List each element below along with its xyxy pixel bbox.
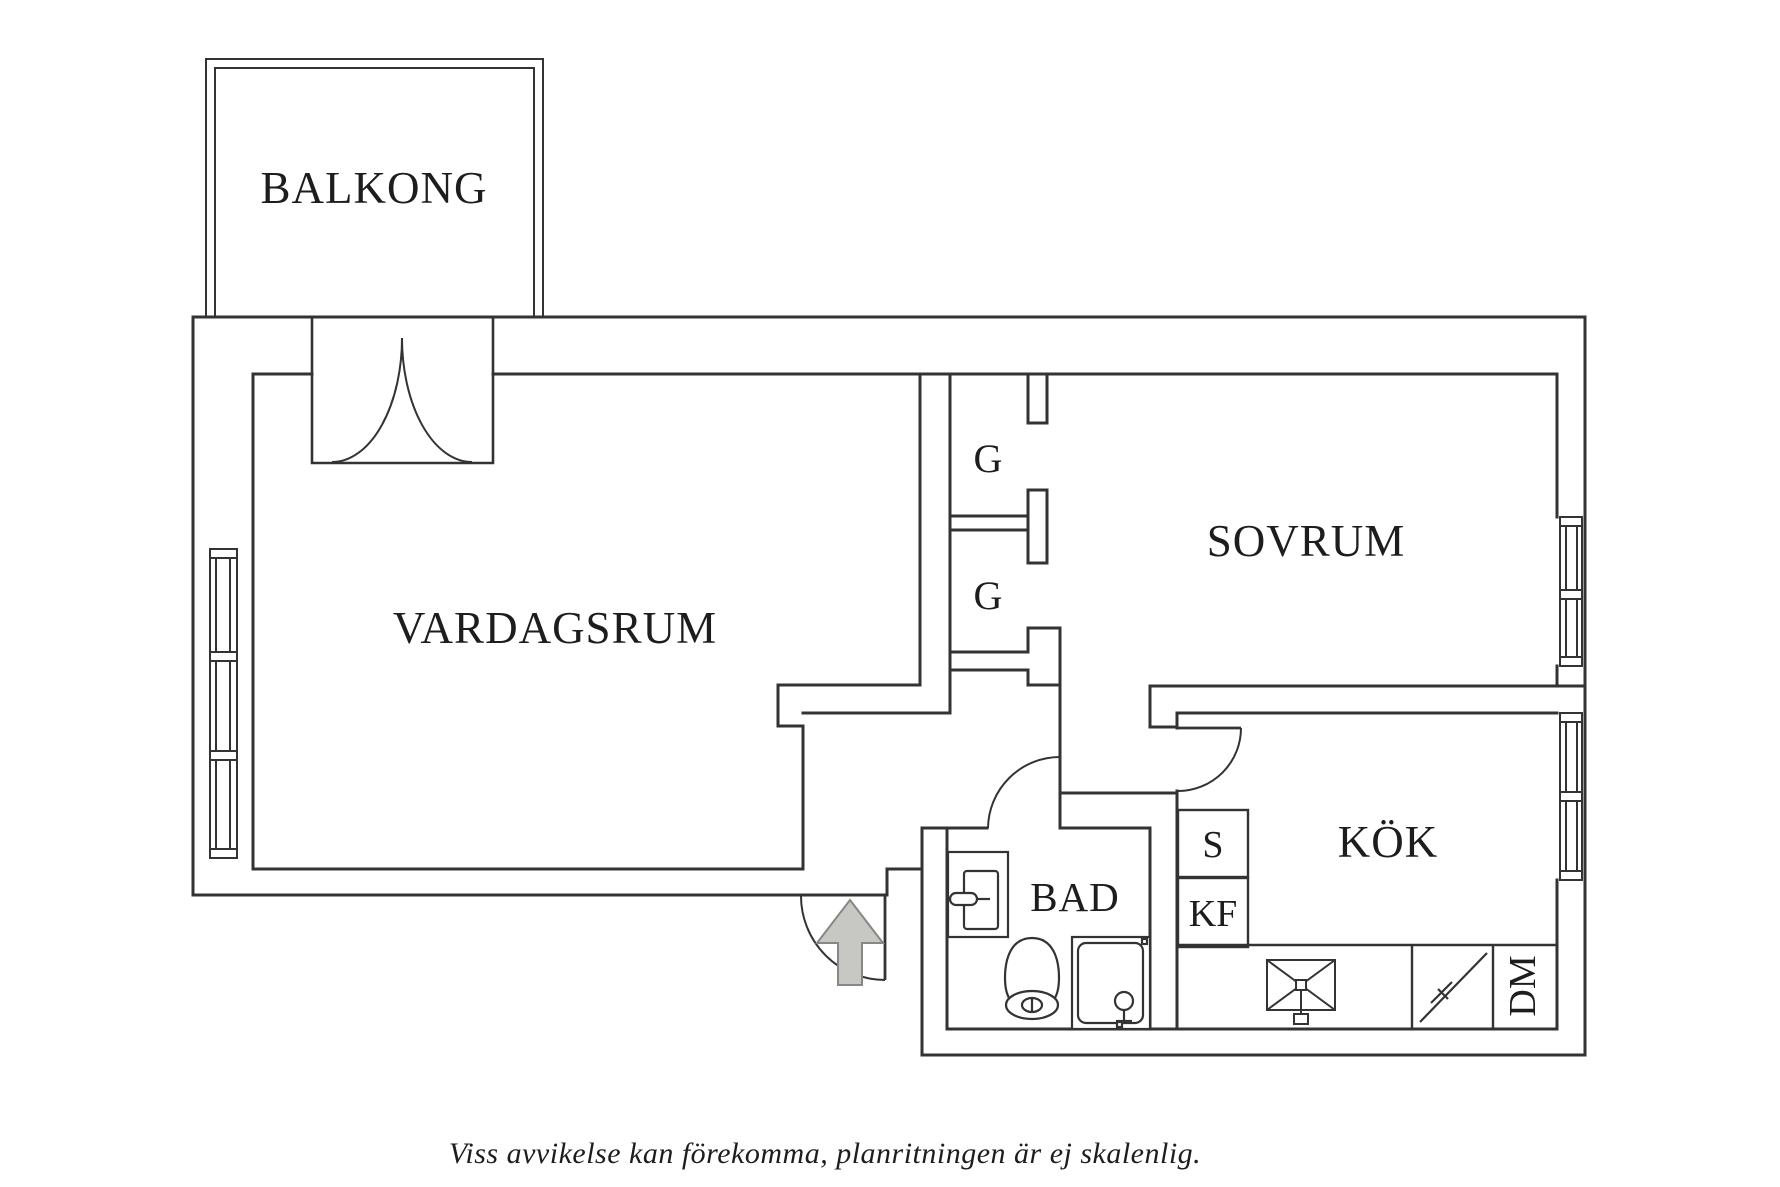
shower-icon (1070, 935, 1152, 1031)
room-label-vardagsrum: VARDAGSRUM (393, 603, 717, 653)
room-label-sovrum: SOVRUM (1207, 516, 1406, 566)
kitchen-sink-icon (1266, 959, 1336, 1025)
fridge-freezer-box (1176, 876, 1250, 949)
label-stadskap: S (1202, 824, 1223, 866)
label-kyl-frys: KF (1189, 893, 1238, 935)
sink-icon (946, 850, 1010, 939)
sovrum-window (1559, 516, 1583, 667)
entry-jamb (885, 867, 924, 897)
closet-label-lower: G (974, 573, 1003, 618)
windows (209, 516, 1583, 881)
room-label-bad: BAD (1030, 874, 1120, 920)
toilet-icon (1003, 936, 1061, 1021)
bathroom-fixtures (946, 850, 1152, 1031)
kitchen-door (1177, 726, 1242, 792)
closet-label-upper: G (974, 436, 1003, 481)
cleaning-closet-box (1176, 808, 1250, 879)
doors (310, 318, 1242, 981)
stove-icon (1419, 952, 1488, 1023)
balcony-outline (205, 58, 544, 318)
bathroom-door (987, 756, 1061, 829)
entrance-arrow-icon (814, 898, 886, 986)
label-diskmaskin: DM (1502, 955, 1544, 1016)
wall-lines (191, 58, 1587, 1057)
room-label-kok: KÖK (1338, 817, 1439, 867)
plan-caption: Viss avvikelse kan förekomma, planritnin… (449, 1137, 1201, 1170)
entry-door (800, 895, 887, 981)
kitchen-fixtures (1176, 808, 1557, 1029)
bottom-block-outer (920, 826, 1587, 1057)
balcony-door (310, 318, 495, 465)
room-label-balkong: BALKONG (261, 163, 488, 213)
kok-window (1559, 712, 1583, 881)
livingroom-window (209, 548, 238, 859)
